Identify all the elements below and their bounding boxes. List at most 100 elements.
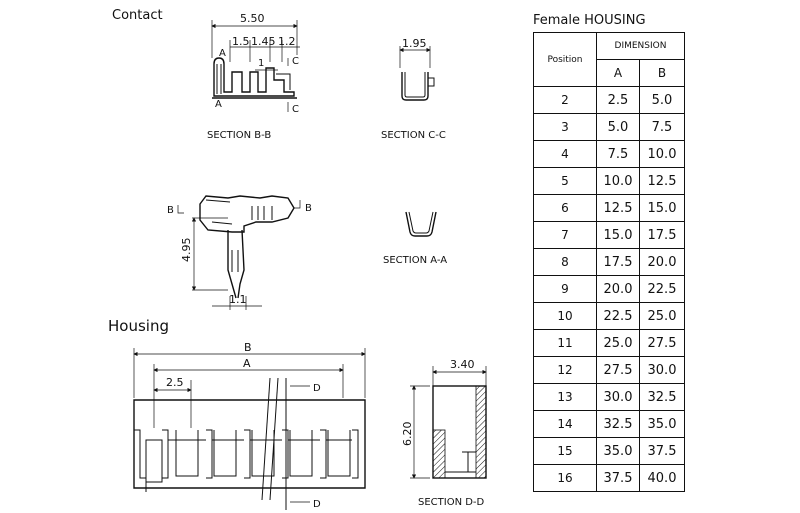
label-b-left: B [167,205,174,216]
dim-b: B [244,341,252,354]
dim-a-cell: 37.5 [596,464,640,492]
section-aa-drawing: SECTION A-A [383,211,447,266]
label-a-top: A [219,48,226,59]
dim-b-cell: 40.0 [639,464,685,492]
dim-a-cell: 25.0 [596,329,640,357]
dim-b-cell: 32.5 [639,383,685,411]
contact-title: Contact [112,8,163,23]
dim-b-cell: 20.0 [639,248,685,276]
housing-title: Housing [108,317,169,335]
dim-a-cell: 32.5 [596,410,640,438]
dim-a-cell: 12.5 [596,194,640,222]
dim-a-cell: 7.5 [596,140,640,168]
dim-a-cell: 35.0 [596,437,640,465]
dim-a-cell: 30.0 [596,383,640,411]
dim-b-cell: 17.5 [639,221,685,249]
position-cell: 10 [533,302,597,330]
dim-1-1: 1.1 [229,293,247,306]
dim-2-5: 2.5 [166,376,184,389]
section-cc-label: SECTION C-C [381,130,446,141]
contact-side-view: B B 4.95 1.1 [167,195,312,310]
dim-a-cell: 15.0 [596,221,640,249]
dim-a: A [243,357,251,370]
dim-1-95: 1.95 [402,37,427,50]
dim-a-cell: 22.5 [596,302,640,330]
position-cell: 15 [533,437,597,465]
col-header-dimension: DIMENSION [596,32,685,60]
dim-a-cell: 17.5 [596,248,640,276]
position-cell: 11 [533,329,597,357]
position-cell: 4 [533,140,597,168]
dim-b-cell: 5.0 [639,86,685,114]
label-d-top: D [313,383,321,394]
label-a-bottom: A [215,99,222,110]
position-cell: 9 [533,275,597,303]
label-d-bottom: D [313,499,321,510]
section-aa-label: SECTION A-A [383,255,447,266]
table-title: Female HOUSING [533,13,646,28]
dim-b-cell: 30.0 [639,356,685,384]
dim-1: 1 [258,58,264,69]
section-dd-label: SECTION D-D [418,497,485,508]
dim-b-cell: 12.5 [639,167,685,195]
position-cell: 5 [533,167,597,195]
position-cell: 6 [533,194,597,222]
dim-5-50: 5.50 [240,12,265,25]
dim-1-45: 1.45 [251,35,276,48]
dim-b-cell: 37.5 [639,437,685,465]
dim-a-cell: 2.5 [596,86,640,114]
col-header-position: Position [533,32,597,87]
dim-b-cell: 10.0 [639,140,685,168]
dim-6-20: 6.20 [401,422,414,447]
dim-4-95: 4.95 [180,238,193,263]
dim-b-cell: 7.5 [639,113,685,141]
dim-a-cell: 10.0 [596,167,640,195]
label-c-top: C [292,56,299,67]
position-cell: 8 [533,248,597,276]
position-cell: 2 [533,86,597,114]
dim-a-cell: 20.0 [596,275,640,303]
section-dd-drawing: 3.40 6.20 SECTION D-D [401,358,487,508]
position-cell: 14 [533,410,597,438]
col-header-a: A [596,59,640,87]
label-c-bottom: C [292,104,299,115]
position-cell: 3 [533,113,597,141]
position-cell: 16 [533,464,597,492]
position-cell: 7 [533,221,597,249]
dim-1-2: 1.2 [278,35,296,48]
position-cell: 13 [533,383,597,411]
dim-b-cell: 27.5 [639,329,685,357]
section-cc-drawing: 1.95 SECTION C-C [381,37,446,141]
position-cell: 12 [533,356,597,384]
section-bb-label: SECTION B-B [207,130,271,141]
label-b-right: B [305,203,312,214]
housing-front-view: B A 2.5 D D [133,341,366,510]
dim-a-cell: 5.0 [596,113,640,141]
section-bb-drawing: 5.50 1.5 1.45 1.2 A C 1 A C SECTION B-B [207,12,300,141]
dim-b-cell: 15.0 [639,194,685,222]
dim-1-5: 1.5 [232,35,250,48]
dim-3-40: 3.40 [450,358,475,371]
dim-b-cell: 35.0 [639,410,685,438]
dim-b-cell: 25.0 [639,302,685,330]
col-header-b: B [639,59,685,87]
dim-a-cell: 27.5 [596,356,640,384]
dim-b-cell: 22.5 [639,275,685,303]
